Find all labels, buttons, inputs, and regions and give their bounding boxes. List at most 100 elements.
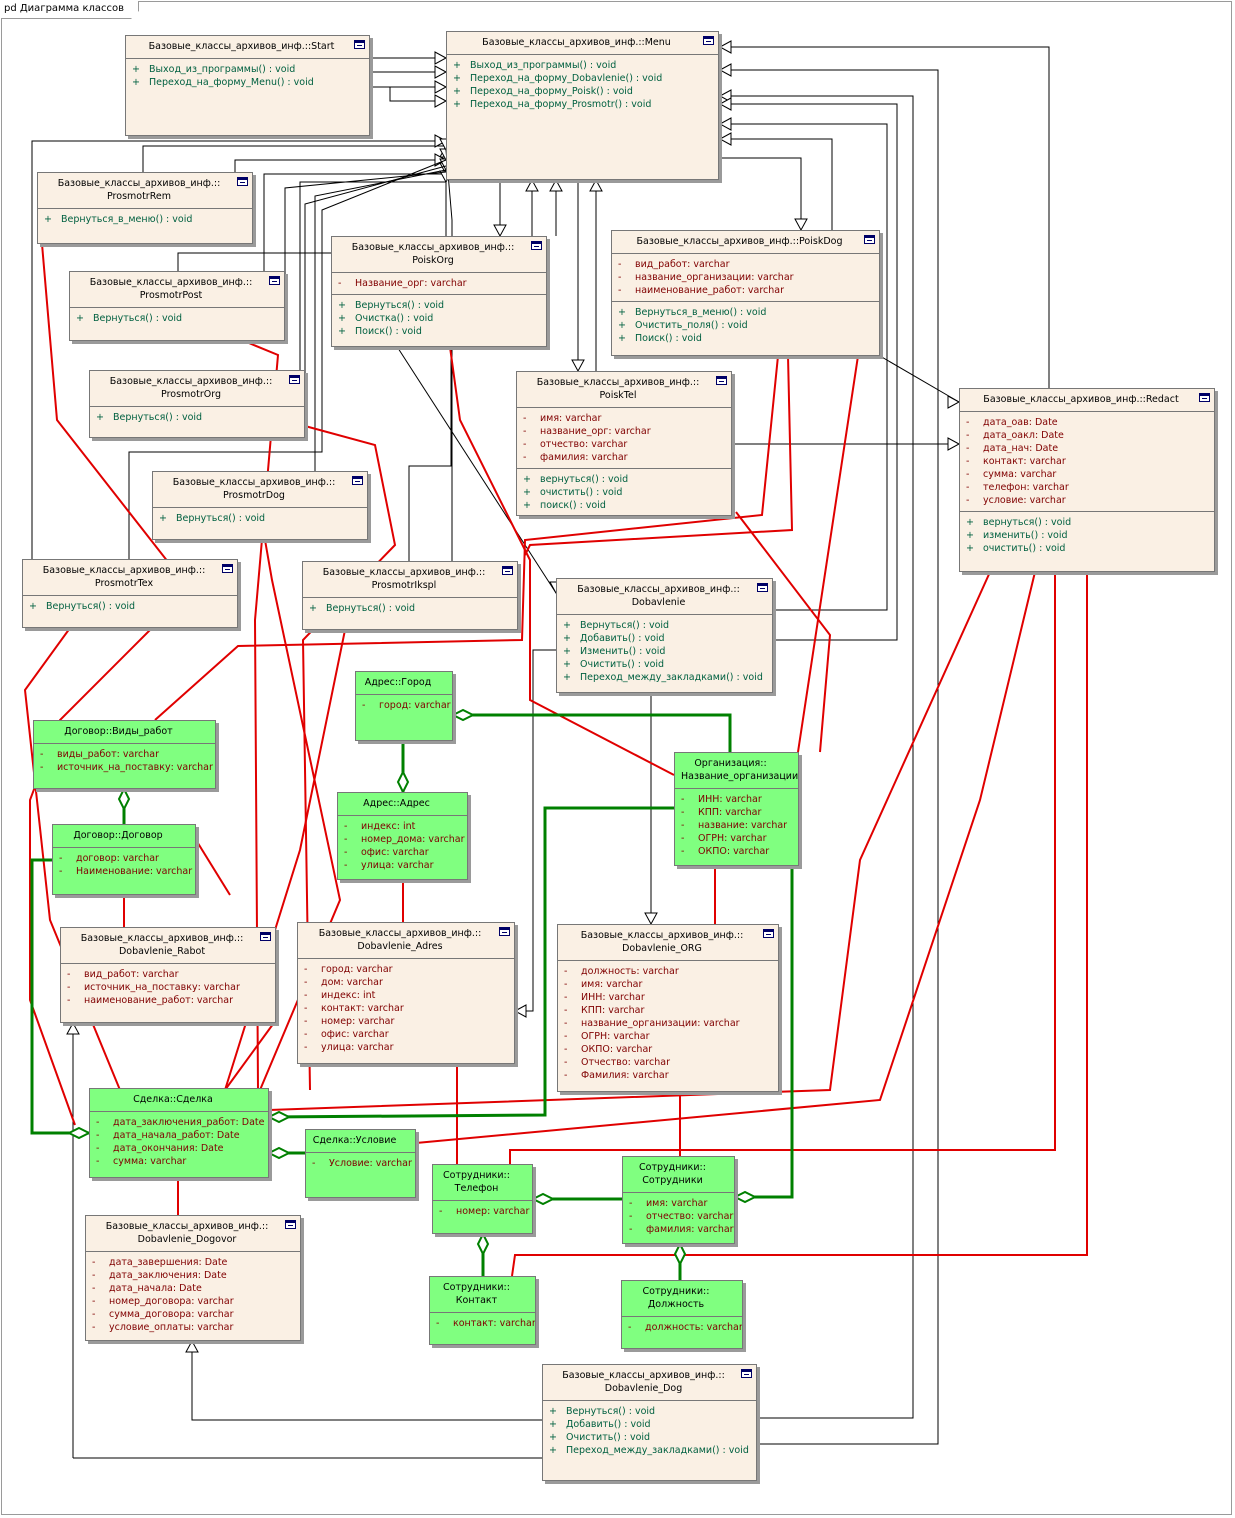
attributes-section: -город: varchar-дом: varchar-индекс: int…: [298, 958, 514, 1058]
class-box-poiskdog[interactable]: Базовые_классы_архивов_инф.::PoiskDog-ви…: [611, 230, 880, 356]
class-header: Базовые_классы_архивов_инф.::Dobavlenie_…: [86, 1216, 300, 1251]
visibility-marker: +: [309, 603, 317, 614]
class-box-uslovie[interactable]: Сделка::Условие-Условие: varchar: [305, 1129, 416, 1198]
class-box-dobadres[interactable]: Базовые_классы_архивов_инф.::Dobavlenie_…: [297, 922, 515, 1064]
class-box-prosmotrorg[interactable]: Базовые_классы_архивов_инф.::ProsmotrOrg…: [89, 370, 305, 438]
class-box-dobdog[interactable]: Базовые_классы_архивов_инф.::Dobavlenie_…: [542, 1364, 757, 1481]
attribute-text: должность: varchar: [645, 1322, 743, 1333]
class-box-vidyrabot[interactable]: Договор::Виды_работ-виды_работ: varchar-…: [33, 720, 216, 789]
class-box-dogovor[interactable]: Договор::Договор-договор: varchar-Наимен…: [52, 824, 196, 895]
operation-text: Переход_на_форму_Prosmotr() : void: [470, 99, 652, 110]
attribute-text: дата_оав: Date: [983, 417, 1058, 428]
operation-row: +Выход_из_программы() : void: [451, 59, 714, 72]
operation-row: +Вернуться() : void: [307, 602, 513, 615]
class-box-adres[interactable]: Адрес::Адрес-индекс: int-номер_дома: var…: [337, 792, 468, 880]
class-box-redact[interactable]: Базовые_классы_архивов_инф.::Redact-дата…: [959, 388, 1215, 572]
class-box-sotrudniki[interactable]: Сотрудники::Сотрудники-имя: varchar-отче…: [622, 1156, 735, 1244]
operation-text: Переход_на_форму_Dobavlenie() : void: [470, 73, 663, 84]
attribute-row: -индекс: int: [302, 989, 510, 1002]
class-name: Сотрудники::: [639, 1162, 706, 1173]
attribute-row: -дата_заключения: Date: [90, 1269, 296, 1282]
arrow-head: [434, 94, 448, 108]
attribute-row: -наименование_работ: varchar: [616, 284, 875, 297]
aggregation-diamond: [266, 1146, 292, 1160]
arrow-head: [644, 912, 658, 926]
class-name-line2: PoiskOrg: [412, 255, 454, 266]
class-box-telefon[interactable]: Сотрудники::Телефон-номер: varchar: [432, 1164, 533, 1234]
operation-text: Изменить() : void: [580, 646, 666, 657]
attribute-text: вид_работ: varchar: [635, 259, 730, 270]
class-name: Организация::: [694, 758, 767, 769]
attribute-row: -Отчество: varchar: [562, 1056, 774, 1069]
attribute-text: офис: varchar: [321, 1029, 389, 1040]
operation-text: очистить() : void: [540, 487, 623, 498]
class-name: Базовые_классы_архивов_инф.::Redact: [983, 394, 1179, 405]
class-header: Договор::Договор: [53, 825, 195, 847]
aggregation-diamond: [732, 1190, 758, 1204]
class-box-prosmotriispl[interactable]: Базовые_классы_архивов_инф.::ProsmotrIks…: [302, 561, 518, 630]
arrow-head: [571, 359, 585, 373]
class-header: Адрес::Адрес: [338, 793, 467, 815]
class-box-doborg[interactable]: Базовые_классы_архивов_инф.::Dobavlenie_…: [557, 924, 779, 1092]
class-box-sdelka[interactable]: Сделка::Сделка-дата_заключения_работ: Da…: [89, 1088, 269, 1178]
visibility-marker: -: [304, 964, 308, 975]
attribute-text: название_орг: varchar: [540, 426, 651, 437]
class-header: Базовые_классы_архивов_инф.::Dobavlenie: [557, 579, 772, 614]
class-box-dobavlenie[interactable]: Базовые_классы_архивов_инф.::Dobavlenie+…: [556, 578, 773, 693]
class-box-prosmotrrem[interactable]: Базовые_классы_архивов_инф.::ProsmotrRem…: [37, 172, 253, 244]
operation-row: +поиск() : void: [521, 499, 727, 512]
class-box-dobrabot[interactable]: Базовые_классы_архивов_инф.::Dobavlenie_…: [60, 927, 276, 1023]
class-header: Адрес::Город: [356, 672, 452, 694]
class-icon: [499, 927, 510, 936]
operation-row: +вернуться() : void: [521, 473, 727, 486]
class-box-kontakt[interactable]: Сотрудники::Контакт-контакт: varchar: [429, 1276, 536, 1345]
class-box-gorod[interactable]: Адрес::Город-город: varchar: [355, 671, 453, 741]
operation-text: Очистка() : void: [355, 313, 434, 324]
visibility-marker: +: [453, 73, 461, 84]
class-box-prosmotrpost[interactable]: Базовые_классы_архивов_инф.::ProsmotrPos…: [69, 271, 285, 341]
visibility-marker: -: [436, 1318, 440, 1329]
class-name-line2: Dobavlenie_Rabot: [118, 946, 206, 957]
attribute-text: дата_начала: Date: [109, 1283, 202, 1294]
operations-section: +Вернуться_в_меню() : void: [38, 208, 252, 230]
class-box-dolzhnost[interactable]: Сотрудники::Должность-должность: varchar: [621, 1280, 743, 1349]
class-name-line2: Dobavlenie_ORG: [622, 943, 702, 954]
class-box-dobdogovor[interactable]: Базовые_классы_архивов_инф.::Dobavlenie_…: [85, 1215, 301, 1341]
visibility-marker: -: [344, 847, 348, 858]
attribute-text: ИНН: varchar: [581, 992, 645, 1003]
class-name: Адрес::Город: [364, 677, 432, 688]
dependency-connector: [301, 425, 397, 1091]
navigation-connector: [395, 344, 557, 594]
class-header: Договор::Виды_работ: [34, 721, 215, 743]
attribute-row: -телефон: varchar: [964, 481, 1210, 494]
class-box-organizacii[interactable]: Организация::Название_организации-ИНН: v…: [674, 752, 799, 866]
operation-row: +Очистить() : void: [547, 1431, 752, 1444]
attribute-row: -ОКПО: varchar: [562, 1043, 774, 1056]
attribute-row: -улица: varchar: [302, 1041, 510, 1054]
class-box-start[interactable]: Базовые_классы_архивов_инф.::Start+Выход…: [125, 35, 370, 136]
attribute-text: наименование_работ: varchar: [84, 995, 234, 1006]
operation-row: +Вернуться() : void: [157, 512, 363, 525]
dependency-connector: [524, 355, 794, 556]
visibility-marker: +: [132, 64, 140, 75]
attribute-row: -дата_заключения_работ: Date: [94, 1116, 264, 1129]
attribute-row: -дом: varchar: [302, 976, 510, 989]
class-box-menu[interactable]: Базовые_классы_архивов_инф.::Menu+Выход_…: [446, 31, 719, 180]
attribute-text: ОКПО: varchar: [581, 1044, 653, 1055]
arrow-head: [947, 437, 961, 451]
operations-section: +Вернуться() : void: [90, 406, 304, 428]
attribute-text: название: varchar: [698, 820, 788, 831]
class-box-prosmotrtex[interactable]: Базовые_классы_архивов_инф.::ProsmotrTex…: [22, 559, 238, 628]
operation-row: +Переход_на_форму_Prosmotr() : void: [451, 98, 714, 111]
attribute-row: -источник_на_поставку: varchar: [38, 761, 213, 774]
class-box-poisktel[interactable]: Базовые_классы_архивов_инф.::PoiskTel-им…: [516, 371, 732, 516]
class-box-poiskorg[interactable]: Базовые_классы_архивов_инф.::PoiskOrg-На…: [331, 236, 547, 347]
visibility-marker: -: [92, 1322, 96, 1333]
attribute-row: -индекс: int: [342, 820, 463, 833]
attribute-text: индекс: int: [321, 990, 376, 1001]
visibility-marker: +: [549, 1432, 557, 1443]
attribute-text: название_организации: varchar: [635, 272, 794, 283]
operations-section: +Вернуться() : void: [23, 595, 237, 617]
class-box-prosmotrdog[interactable]: Базовые_классы_архивов_инф.::ProsmotrDog…: [152, 471, 368, 540]
